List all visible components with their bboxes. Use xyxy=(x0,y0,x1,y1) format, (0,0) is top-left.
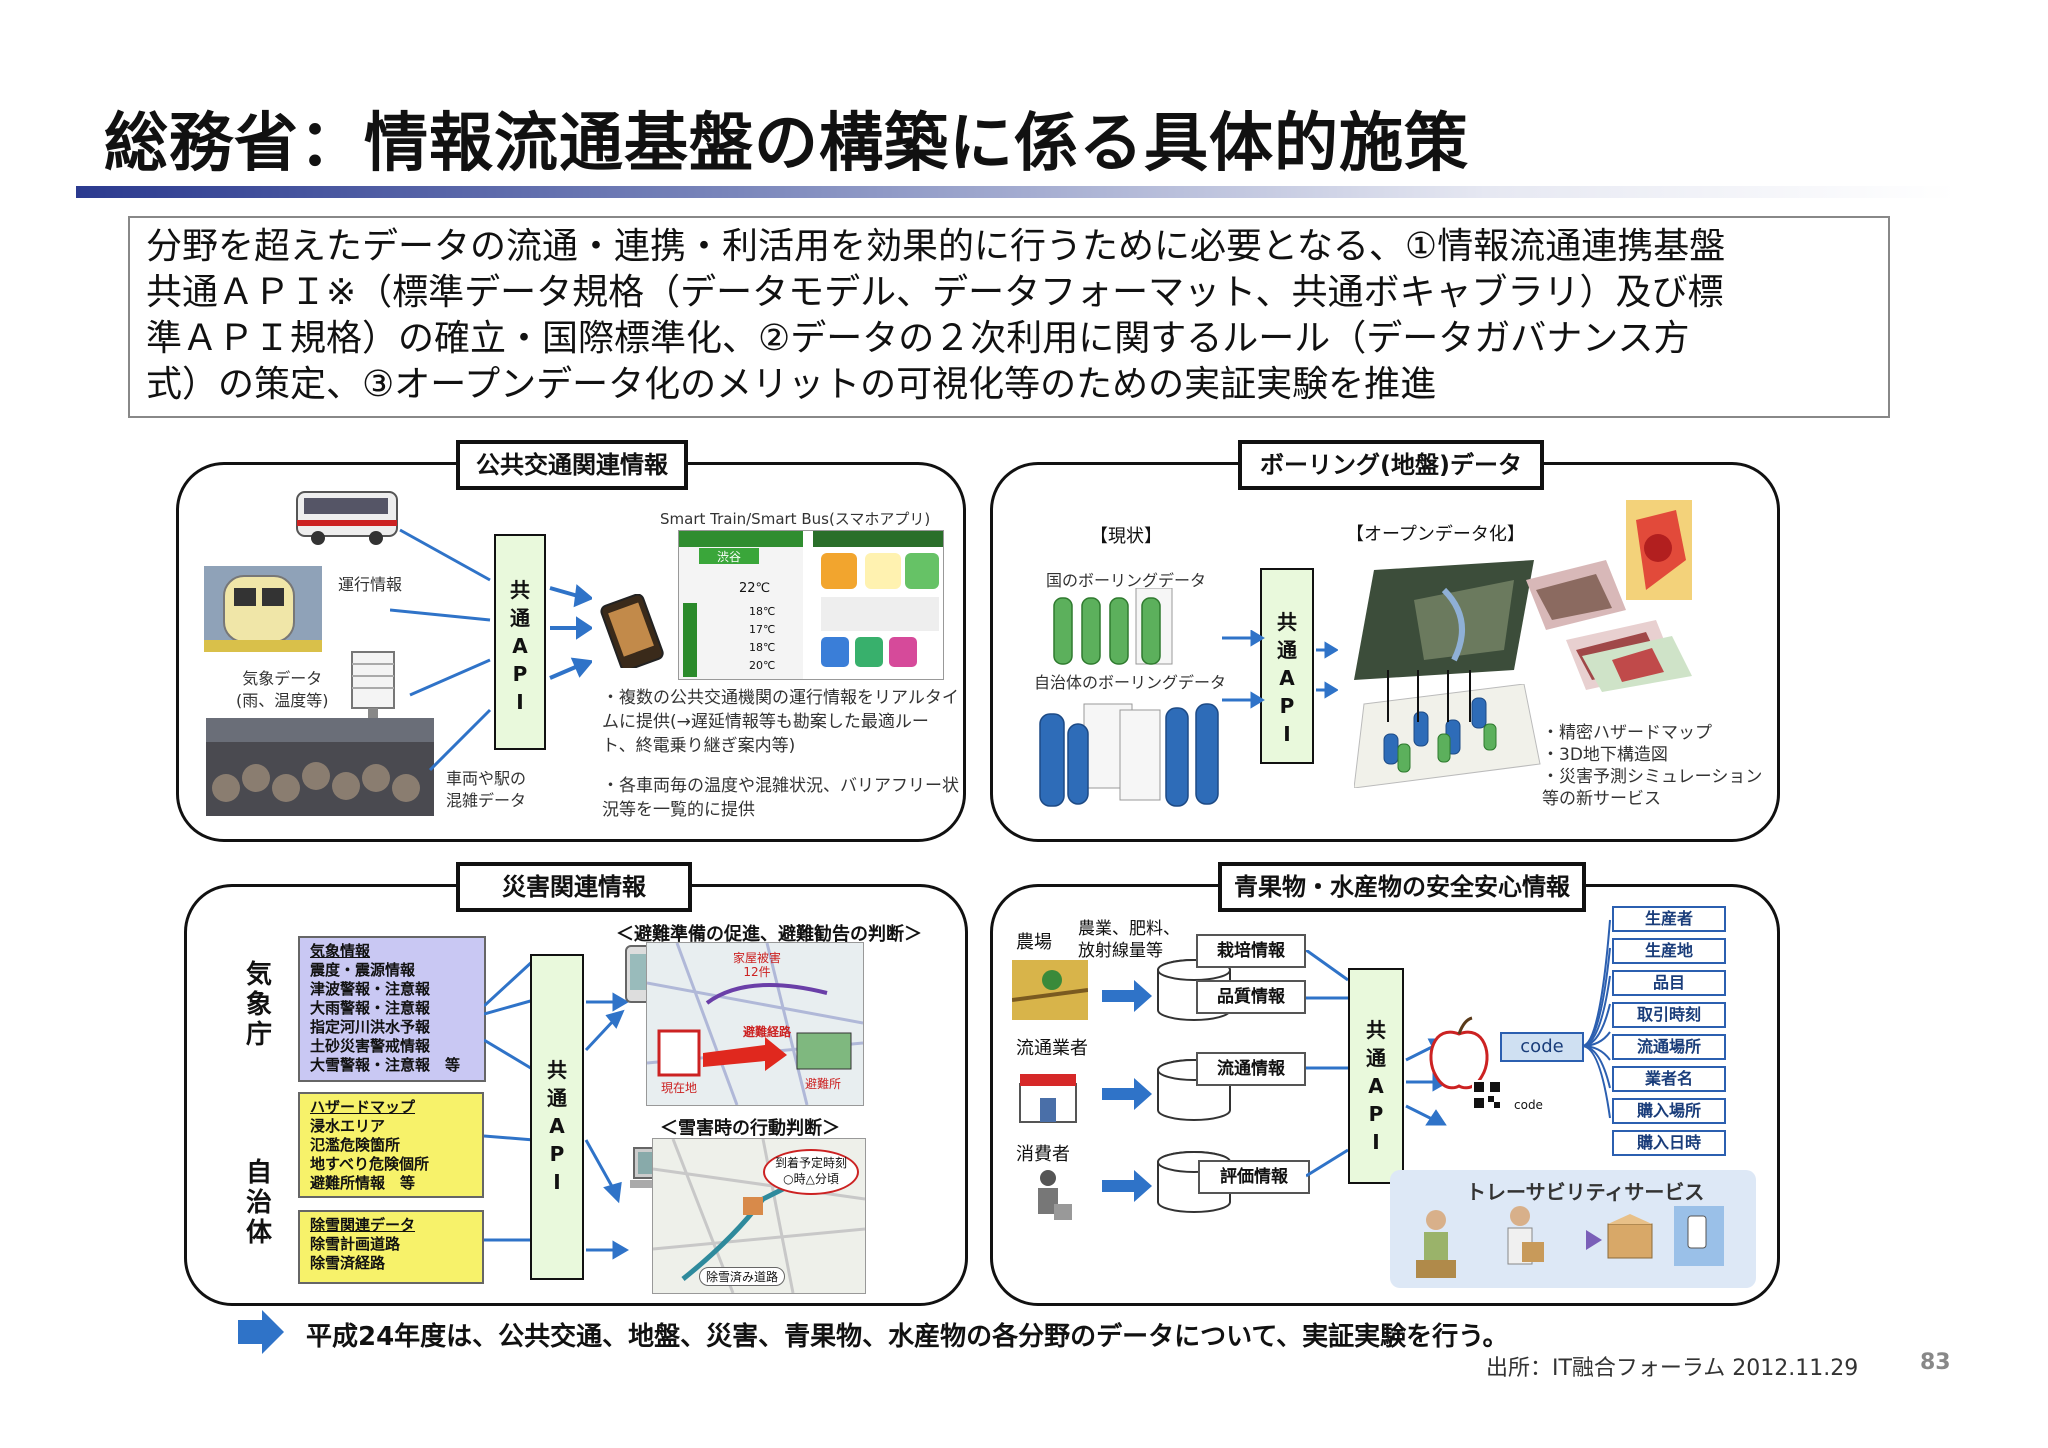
traceability-service: トレーサビリティサービス xyxy=(1390,1170,1756,1288)
summary-line: 準ＡＰＩ規格）の確立・国際標準化、②データの２次利用に関するルール（データガバナ… xyxy=(146,318,1690,359)
local-data-cylinders xyxy=(1039,703,1219,807)
item-distribution-place: 流通場所 xyxy=(1612,1034,1726,1060)
evacuation-map: 家屋被害 12件 避難経路 現在地 避難所 xyxy=(646,942,864,1106)
code-small-label: code xyxy=(1514,1098,1543,1112)
agency-local-gov-label: 自治体 xyxy=(245,1158,272,1248)
food-api-lines xyxy=(1306,950,1349,1178)
summary-box: 分野を超えたデータの流通・連携・利活用を効果的に行うために必要となる、①情報流通… xyxy=(128,216,1890,418)
agency-jma-label: 気象庁 xyxy=(245,960,272,1050)
map2-arrival: 到着予定時刻 ○時△分頃 xyxy=(763,1149,859,1195)
title-underline xyxy=(76,186,1956,198)
boring-vertical-arrows xyxy=(1387,670,1471,722)
map1-shelter: 避難所 xyxy=(805,1077,842,1091)
label-local: 自治体のボーリングデータ xyxy=(1034,673,1227,692)
tag-evaluation: 評価情報 xyxy=(1198,1160,1310,1194)
label-farm: 農場 xyxy=(1016,932,1052,953)
label-current: 【現状】 xyxy=(1090,526,1162,547)
item-purchase-date: 購入日時 xyxy=(1612,1130,1726,1156)
simulation-model xyxy=(1582,636,1692,692)
app-temp: 22℃ xyxy=(739,581,771,596)
app-screenshot: 渋谷 22℃ 18℃ 17℃ 18℃ 20℃ xyxy=(678,530,944,680)
label-distributor: 流通業者 xyxy=(1016,1038,1088,1059)
apple-icon xyxy=(1429,1016,1489,1090)
hazard-map-box: ハザードマップ 浸水エリア 氾濫危険箇所 地すべり危険個所 避難所情報 等 xyxy=(298,1092,484,1198)
tag-quality: 品質情報 xyxy=(1196,980,1306,1014)
panel-boring-title: ボーリング(地盤)データ xyxy=(1238,440,1544,490)
map1-route: 避難経路 xyxy=(743,1025,792,1039)
boring-notes: ・精密ハザードマップ ・3D地下構造図 ・災害予測シミュレーション 等の新サービ… xyxy=(1542,723,1763,809)
transport-input-arrows xyxy=(390,528,492,772)
panel-disaster-title: 災害関連情報 xyxy=(456,862,692,912)
panel-transport-title: 公共交通関連情報 xyxy=(456,440,688,490)
weather-sensor-icon xyxy=(351,651,395,732)
app-title: Smart Train/Smart Bus(スマホアプリ) xyxy=(660,510,931,528)
store-icon xyxy=(1019,1074,1077,1123)
label-operation: 運行情報 xyxy=(338,575,403,594)
farm-icon xyxy=(1012,960,1088,1020)
label-national: 国のボーリングデータ xyxy=(1046,571,1207,590)
food-input-arrows xyxy=(1102,980,1152,1202)
snow-map: 到着予定時刻 ○時△分頃 除雪済み道路 xyxy=(652,1138,866,1294)
tag-distribution: 流通情報 xyxy=(1196,1052,1306,1086)
smartphone-icon xyxy=(600,594,664,668)
page-title: 総務省：情報流通基盤の構築に係る具体的施策 xyxy=(104,107,1469,181)
app-temp-rows: 18℃ 17℃ 18℃ 20℃ xyxy=(749,605,776,672)
disaster-input-lines xyxy=(484,958,536,1242)
api-output-arrows xyxy=(549,584,592,680)
footer-arrow-icon xyxy=(238,1310,284,1354)
qr-code-icon xyxy=(1472,1080,1502,1110)
item-purchase-place: 購入場所 xyxy=(1612,1098,1726,1124)
map1-title: ＜避難準備の促進、避難勧告の判断＞ xyxy=(616,924,922,945)
underground-3d-structure xyxy=(1526,560,1626,630)
transport-note-1: ・複数の公共交通機関の運行情報をリアルタイムに提供(→遅延情報等も勘案した最適ル… xyxy=(602,688,959,756)
item-trade-time: 取引時刻 xyxy=(1612,1002,1726,1028)
map1-here: 現在地 xyxy=(661,1081,698,1095)
transport-note-2: ・各車両毎の温度や混雑状況、バリアフリー状況等を一覧的に提供 xyxy=(602,776,959,820)
code-branch-lines xyxy=(1582,919,1611,1119)
map2-cleared: 除雪済み道路 xyxy=(699,1267,786,1286)
traceability-illustration xyxy=(1416,1206,1724,1278)
label-crowd: 車両や駅の 混雑データ xyxy=(446,769,527,810)
weather-info-box: 気象情報 震度・震源情報 津波警報・注意報 大雨警報・注意報 指定河川洪水予報 … xyxy=(298,936,486,1082)
label-weather: 気象データ (雨、温度等) xyxy=(236,669,329,710)
map1-damage: 家屋被害 12件 xyxy=(733,951,782,979)
app-station: 渋谷 xyxy=(699,548,759,564)
terrain-3d-map xyxy=(1354,560,1534,680)
code-box: code xyxy=(1500,1032,1584,1062)
crowd-photo xyxy=(206,718,434,816)
tag-cultivation: 栽培情報 xyxy=(1196,934,1306,968)
bus-icon xyxy=(296,491,398,545)
label-inputs: 農業、肥料、 放射線量等 xyxy=(1078,919,1180,961)
snow-removal-box: 除雪関連データ 除雪計画道路 除雪済経路 xyxy=(298,1210,484,1284)
label-opendata: 【オープンデータ化】 xyxy=(1346,524,1525,545)
national-data-cylinders xyxy=(1053,588,1173,665)
boring-arrows xyxy=(1222,630,1338,709)
source-citation: 出所：IT融合フォーラム 2012.11.29 xyxy=(1486,1356,1859,1381)
summary-line: 分野を超えたデータの流通・連携・利活用を効果的に行うために必要となる、①情報流通… xyxy=(146,226,1726,267)
disaster-output-arrows xyxy=(584,992,629,1260)
item-product: 品目 xyxy=(1612,970,1726,996)
panel-food-title: 青果物・水産物の安全安心情報 xyxy=(1218,862,1586,912)
item-origin: 生産地 xyxy=(1612,938,1726,964)
traceability-service-label: トレーサビリティサービス xyxy=(1466,1180,1705,1204)
train-icon xyxy=(204,566,322,652)
map2-title: ＜雪害時の行動判断＞ xyxy=(660,1118,840,1139)
item-business-name: 業者名 xyxy=(1612,1066,1726,1092)
summary-line: 式）の策定、③オープンデータ化のメリットの可視化等のための実証実験を推進 xyxy=(146,364,1437,405)
consumer-icon xyxy=(1038,1170,1072,1220)
traceability-items: 生産者 生産地 品目 取引時刻 流通場所 業者名 購入場所 購入日時 xyxy=(1612,906,1726,1156)
terrain-base-map xyxy=(1354,684,1541,788)
page-number: 83 xyxy=(1920,1350,1951,1375)
item-producer: 生産者 xyxy=(1612,906,1726,932)
footer-note: 平成24年度は、公共交通、地盤、災害、青果物、水産物の各分野のデータについて、実… xyxy=(306,1322,1509,1352)
summary-line: 共通ＡＰＩ※（標準データ規格（データモデル、データフォーマット、共通ボキャブラリ… xyxy=(146,272,1724,313)
label-consumer: 消費者 xyxy=(1016,1144,1070,1165)
hazard-map xyxy=(1626,500,1692,600)
